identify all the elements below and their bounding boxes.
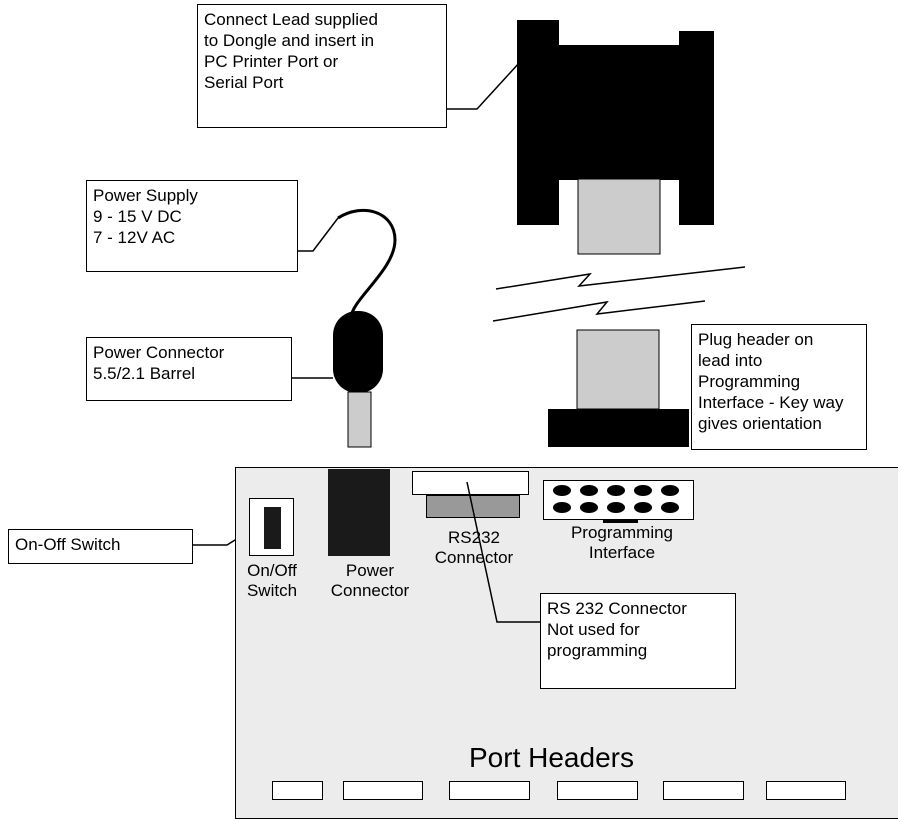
power-connector-block — [328, 469, 390, 556]
programming-pin — [661, 485, 679, 496]
cable-break-line-lower — [492, 300, 706, 322]
port-header-6 — [766, 781, 846, 800]
programming-interface-label: Programming Interface — [570, 523, 674, 562]
programming-pin — [607, 502, 625, 513]
connect-lead-leader — [447, 61, 521, 110]
plug-header-callout: Plug header on lead into Programming Int… — [691, 324, 867, 450]
port-header-5 — [663, 781, 744, 800]
barrel-plug-tip — [347, 391, 372, 448]
rs232-connector-top — [412, 471, 529, 495]
dongle-header-plug — [577, 178, 661, 255]
dongle-right-flange — [679, 31, 714, 225]
power-supply-leader — [298, 217, 339, 252]
programming-pin — [580, 502, 598, 513]
on-off-switch-label: On/Off Switch — [246, 561, 298, 600]
programming-pin — [661, 502, 679, 513]
port-header-1 — [272, 781, 323, 800]
programming-keyway — [603, 519, 638, 523]
dongle-left-flange — [517, 20, 559, 225]
programming-pin — [553, 485, 571, 496]
rs232-connector-body — [426, 495, 520, 518]
port-header-4 — [557, 781, 638, 800]
programming-pin — [634, 502, 652, 513]
power-connector-label: Power Connector — [330, 561, 410, 600]
port-header-2 — [343, 781, 423, 800]
power-supply-callout: Power Supply 9 - 15 V DC 7 - 12V AC — [86, 180, 298, 272]
lower-header-base — [548, 409, 689, 447]
programming-pin — [607, 485, 625, 496]
lower-header-plug — [576, 329, 660, 410]
rs232-connector-label: RS232 Connector — [434, 528, 514, 567]
programming-pin — [634, 485, 652, 496]
programming-pin — [580, 485, 598, 496]
on-off-switch-callout: On-Off Switch — [8, 529, 193, 564]
barrel-plug-body — [333, 311, 383, 393]
connect-lead-callout: Connect Lead supplied to Dongle and inse… — [197, 4, 447, 128]
power-cable — [337, 208, 397, 319]
port-header-3 — [449, 781, 530, 800]
dongle-body — [559, 45, 679, 180]
programming-pins — [553, 485, 685, 515]
rs232-note-callout: RS 232 Connector Not used for programmin… — [540, 593, 736, 689]
on-off-switch-toggle[interactable] — [264, 507, 281, 549]
power-connector-callout: Power Connector 5.5/2.1 Barrel — [86, 337, 292, 401]
port-headers-label: Port Headers — [469, 742, 634, 773]
cable-break-line-upper — [495, 266, 746, 290]
programming-pin — [553, 502, 571, 513]
